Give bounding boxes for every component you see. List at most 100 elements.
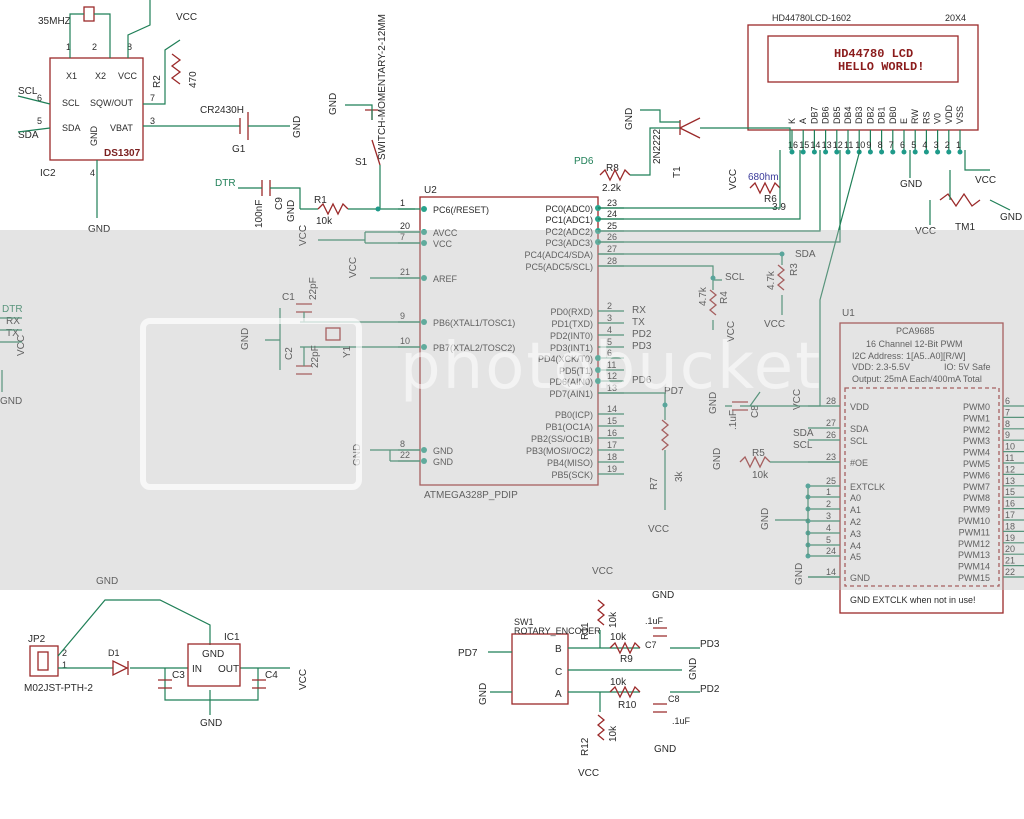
net-sda-left: SDA: [18, 130, 39, 141]
encoder-sw1: [511, 633, 569, 705]
pca-pin-number: 16: [1005, 499, 1015, 509]
resistor-r9: [609, 641, 641, 655]
switch-ref: S1: [355, 157, 368, 168]
left-dtr: DTR: [2, 304, 23, 315]
pca-pin-number: 15: [1005, 487, 1015, 497]
r7-vcc: VCC: [648, 524, 669, 535]
mcu-pin-name: PC6(/RESET): [433, 205, 489, 215]
mcu-pin-name: GND: [433, 446, 454, 456]
transistor-t1: [679, 117, 701, 139]
jp2-pin2: 2: [62, 648, 67, 658]
mcu-pin-number: 9: [400, 311, 405, 321]
encoder-gnd: GND: [478, 683, 489, 705]
lcd-pin-number: 5: [911, 140, 916, 150]
jp2-gnd: GND: [96, 576, 118, 587]
mcu-pin-name: PD2(INT0): [550, 331, 593, 341]
left-wires: [0, 317, 22, 392]
r11-value: 10k: [608, 611, 619, 628]
rtc-crystal: 35MHZ: [38, 16, 71, 27]
mcu-pin-number: 26: [607, 232, 617, 242]
pca-pin-number: 8: [1005, 419, 1010, 429]
mcu-pin-pad: [595, 355, 601, 361]
pca-ref: U1: [842, 308, 855, 319]
switch-gnd: GND: [328, 93, 339, 115]
lcd-power-wires: [909, 150, 990, 178]
rtc-ref: IC2: [40, 168, 56, 179]
lcd-pin-number: 13: [822, 140, 832, 150]
r7-wires: [598, 392, 666, 510]
mcu-pin-number: 13: [607, 383, 617, 393]
pca-pin-name: PWM5: [963, 459, 990, 469]
c8-gnd: GND: [654, 744, 676, 755]
mcu-pin-name: PC5(ADC5/SCL): [525, 262, 593, 272]
lcd-pin-number: 11: [844, 140, 853, 150]
lcd-pin-name: E: [899, 118, 909, 124]
c1-ref: C1: [282, 292, 295, 303]
c8-ref: C8: [668, 694, 680, 704]
rtc-pin-sqw: SQW/OUT: [90, 98, 133, 108]
pca-net-scl: SCL: [793, 440, 813, 451]
t1-ref: T1: [672, 166, 683, 178]
mcu-pin-name: PC4(ADC4/SDA): [524, 250, 593, 260]
lcd-pin-pad: [879, 149, 885, 155]
pca-pin-name: PWM3: [963, 436, 990, 446]
mcu-pin-pad: [421, 344, 427, 350]
lcd-line1: HD44780 LCD: [834, 47, 913, 61]
pca-pin-number: 25: [826, 476, 836, 486]
y1-ref: Y1: [342, 345, 353, 358]
lcd-pin-pad: [923, 149, 929, 155]
power-gnd: GND: [200, 718, 222, 729]
junction: [375, 206, 381, 212]
mcu-pin-number: 28: [607, 256, 617, 266]
mcu-ref: U2: [424, 185, 437, 196]
rtc-pnum-7: 7: [150, 93, 155, 103]
encoder-pd7: PD7: [458, 648, 478, 659]
pca-pin-number: 6: [1005, 396, 1010, 406]
sw1-ref: SW1: [514, 617, 534, 627]
net-pd2: PD2: [632, 329, 652, 340]
rtc-part: DS1307: [104, 148, 141, 159]
lcd-vcc2-label: VCC: [915, 226, 936, 237]
pca-pin-number: 13: [1005, 476, 1015, 486]
lcd-pin-name: DB7: [809, 106, 819, 124]
rtc-pnum-5: 5: [37, 116, 42, 126]
lcd-size: 20X4: [945, 13, 966, 23]
pca-pin-number: 20: [1005, 544, 1015, 554]
pca-title: PCA9685: [896, 326, 935, 336]
mcu-pin-pad: [421, 240, 427, 246]
mcu-pin-pad: [421, 206, 427, 212]
net-scl-right: SCL: [725, 272, 745, 283]
t1-wires: [630, 109, 791, 176]
pca-pin-number: 14: [826, 567, 836, 577]
lcd-pin-pad: [935, 149, 941, 155]
rtc-pin-vbat: VBAT: [110, 123, 133, 133]
mcu-pin-name: PB6(XTAL1/TOSC1): [433, 318, 515, 328]
rtc-block: X1 X2 VCC SCL SQW/OUT SDA VBAT GND DS130…: [17, 0, 303, 235]
caps-c7-c8: [653, 627, 667, 713]
mcu-pin-number: 18: [607, 452, 617, 462]
pca-sub2: I2C Address: 1[A5..A0][R/W]: [852, 351, 966, 361]
r9-ref: R9: [620, 654, 633, 665]
ic1-in-pin: IN: [192, 664, 202, 675]
pca-gnd-c8: GND: [708, 392, 719, 414]
resistor-r1: [317, 202, 349, 216]
lcd-outline: [747, 24, 979, 131]
sw1-part: ROTARY_ENCODER: [514, 626, 601, 636]
lcd-pin-number: 4: [922, 140, 927, 150]
diode-d1: [112, 659, 129, 677]
mcu-pin-name: PD7(AIN1): [549, 389, 593, 399]
mcu-pin-number: 5: [607, 337, 612, 347]
rtc-pnum-6: 6: [37, 93, 42, 103]
r12-ref: R12: [580, 737, 591, 756]
pca-pin-number: 10: [1005, 442, 1015, 452]
trimmer-wires: [929, 170, 1011, 225]
lcd-module: HD44780LCD-1602 20X4 HD44780 LCD HELLO W…: [747, 13, 1022, 237]
mcu-pin-name: PD3(INT1): [550, 343, 593, 353]
lcd-pin-number: 8: [878, 140, 883, 150]
crystal-wires: [265, 308, 340, 370]
pca-pin-number: 28: [826, 396, 836, 406]
connector-jp2-inner: [37, 651, 49, 671]
r2-value: 470: [188, 71, 199, 88]
lcd-pin-name: RW: [910, 109, 920, 124]
mcu-pin-name: PB7(XTAL2/TOSC2): [433, 343, 515, 353]
